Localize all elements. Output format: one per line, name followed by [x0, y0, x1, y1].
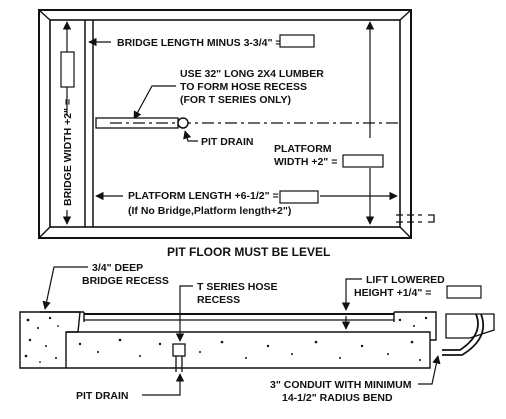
pit-drain-bottom-leader [142, 373, 185, 396]
platform-width-label-line-2: WIDTH +2" = [274, 156, 337, 168]
corner-line [399, 9, 412, 21]
bridge-recess-label-line-1: 3/4" DEEP [92, 262, 143, 274]
pit-drain-bottom-label: PIT DRAIN [76, 390, 129, 402]
conduit-slab [445, 313, 495, 339]
concrete-aggregate [24, 316, 428, 363]
lift-lowered-leader [341, 278, 362, 311]
pit-outer-border [38, 9, 412, 239]
hose-recess-label-line-2: RECESS [197, 294, 240, 306]
pit-inner-border [49, 19, 401, 228]
pit-drain-top-label: PIT DRAIN [201, 136, 254, 148]
lift-lowered-label-line-1: LIFT LOWERED [366, 274, 445, 286]
lumber-label-line-1: USE 32" LONG 2X4 LUMBER [180, 68, 324, 80]
pit-drain-leader [183, 130, 198, 142]
bridge-width-label-bg [58, 116, 76, 210]
bridge-recess-label-line-2: BRIDGE RECESS [82, 275, 169, 287]
platform-length-label: PLATFORM LENGTH +6-1/2" = [128, 190, 279, 202]
pit-drain-symbol [177, 117, 189, 129]
plan-view: BRIDGE LENGTH MINUS 3-3/4" = BRIDGE WIDT… [38, 9, 435, 239]
conduit-label-line-1: 3" CONDUIT WITH MINIMUM [270, 379, 412, 391]
hose-recess-label-line-1: T SERIES HOSE [197, 281, 278, 293]
lift-lowered-label-line-2: HEIGHT +1/4" = [354, 287, 431, 299]
corner-line [399, 226, 412, 239]
bridge-length-input-box[interactable] [279, 34, 315, 48]
lift-lowered-input-box[interactable] [446, 285, 482, 299]
pit-drain-pipe [172, 343, 186, 357]
concrete-pit-floor [66, 331, 431, 369]
bridge-width-input-box[interactable] [60, 51, 75, 88]
pit-floor-note: PIT FLOOR MUST BE LEVEL [167, 245, 330, 259]
conduit-end [428, 214, 435, 223]
bridge-recess-leader [42, 266, 88, 310]
section-view [19, 311, 495, 372]
concrete-section-right [394, 311, 437, 341]
platform-width-label-line-1: PLATFORM [274, 143, 332, 155]
hose-recess-leader [175, 285, 193, 342]
platform-width-input-box[interactable] [342, 154, 384, 168]
lumber-label-line-2: TO FORM HOSE RECESS [180, 81, 307, 93]
conduit-bend-inner [442, 313, 485, 356]
conduit-bend-outer [442, 313, 479, 351]
corner-line [38, 226, 51, 239]
lumber-label-line-3: (FOR T SERIES ONLY) [180, 94, 291, 106]
conduit-leader [418, 355, 441, 385]
corner-line [38, 9, 51, 21]
bridge-width-label: BRIDGE WIDTH +2" = [62, 99, 74, 206]
conduit-label-line-2: 14-1/2" RADIUS BEND [282, 392, 393, 404]
platform-length-note: (If No Bridge,Platform length+2") [128, 205, 291, 217]
platform-length-input-box[interactable] [279, 190, 319, 204]
lumber-leader [133, 85, 176, 120]
bridge-length-label: BRIDGE LENGTH MINUS 3-3/4" = [117, 37, 282, 49]
